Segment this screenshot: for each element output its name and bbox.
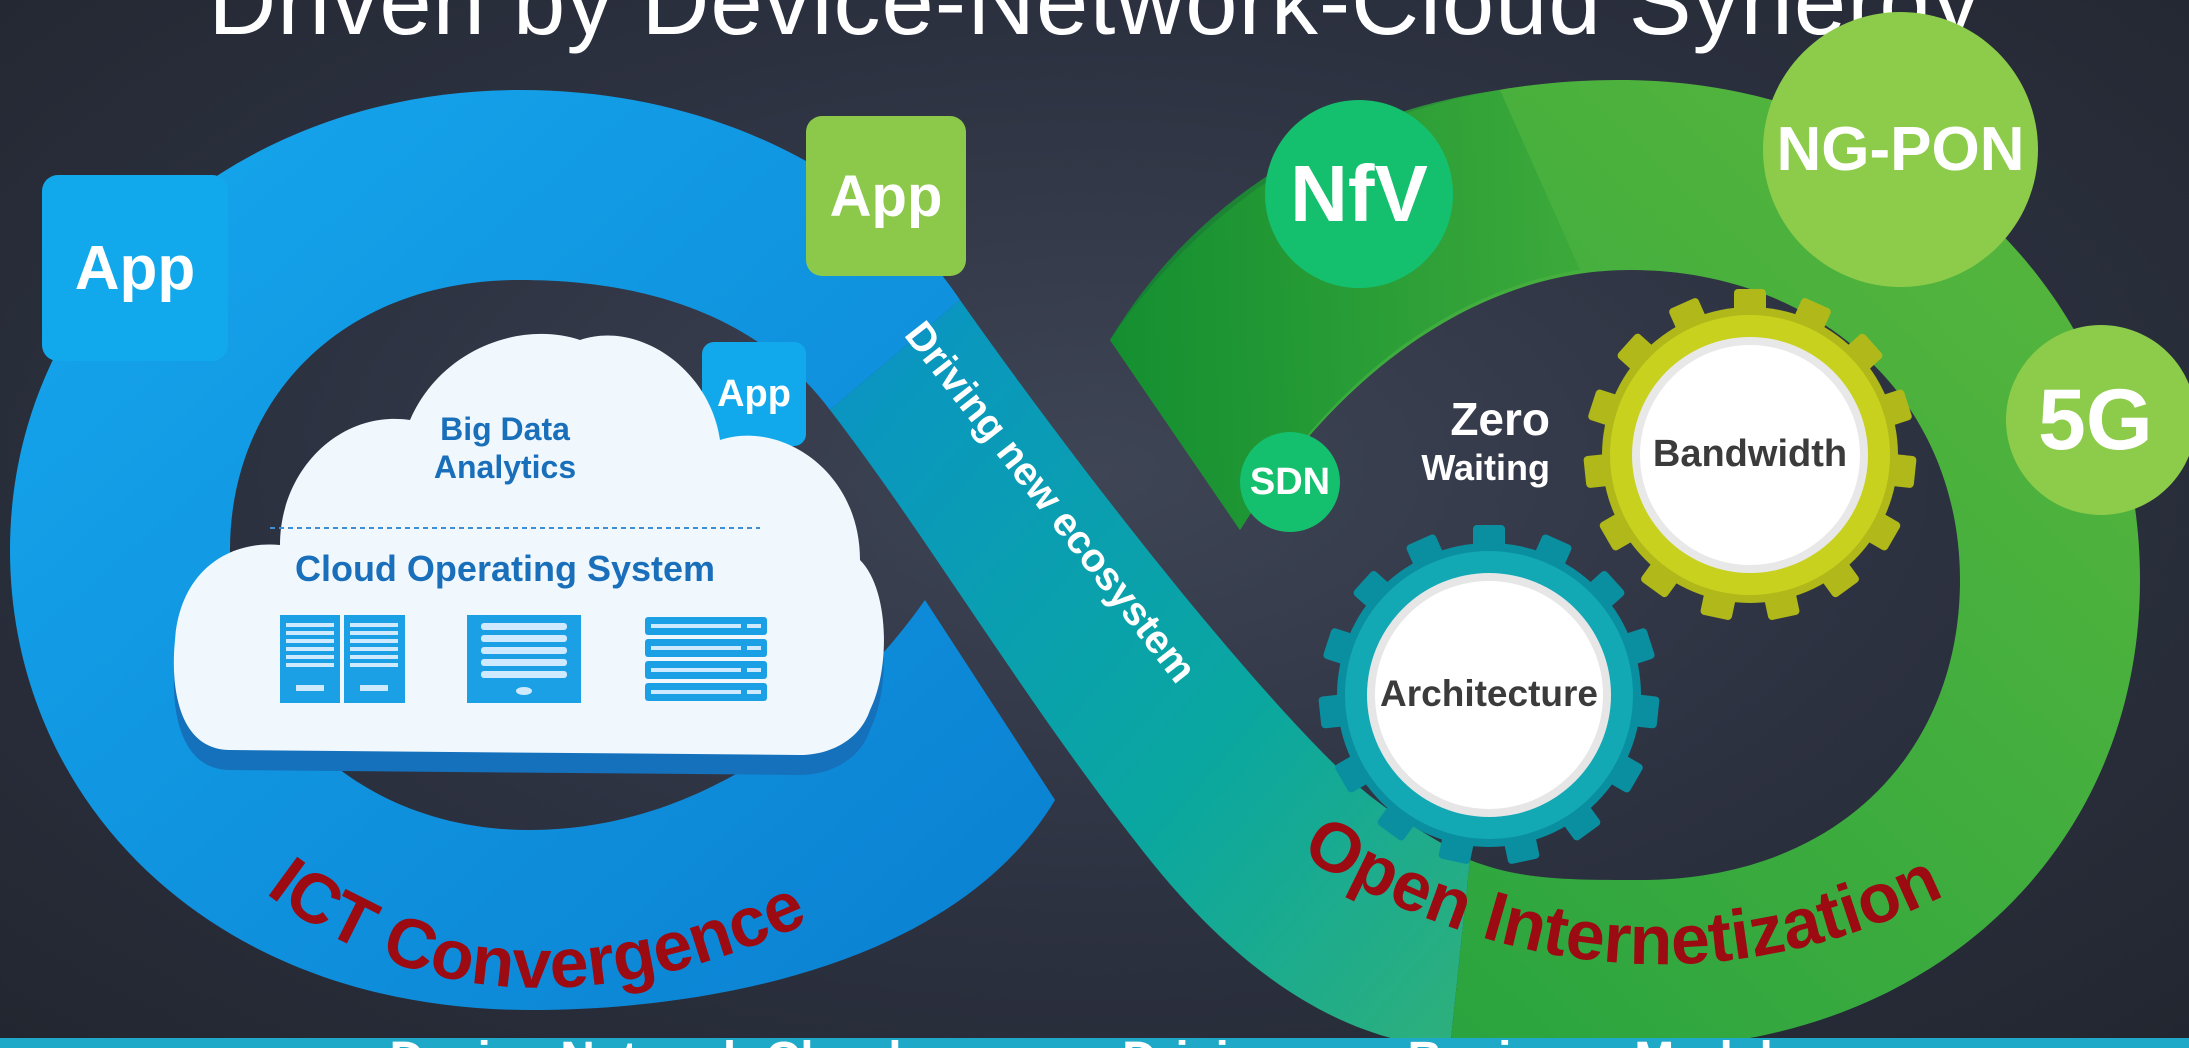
big-data-label: Big Data Analytics — [433, 411, 577, 485]
blue-loop — [10, 90, 1055, 1010]
app-tile-label: App — [74, 233, 196, 303]
app-tile-large: App — [42, 175, 228, 361]
architecture-label: Architecture — [1380, 673, 1598, 714]
app-tile-label: App — [829, 163, 943, 229]
app-tile-small: App — [702, 342, 806, 446]
bottom-bar — [0, 1038, 2189, 1048]
5g-label: 5G — [2038, 371, 2153, 468]
server-icon — [467, 615, 581, 703]
5g-badge: 5G — [2006, 325, 2189, 515]
nfv-label: NfV — [1290, 149, 1428, 238]
bandwidth-label: Bandwidth — [1652, 433, 1848, 475]
app-tile-label: App — [717, 372, 791, 415]
cloud-os-label: Cloud Operating System — [294, 548, 716, 589]
app-tile-green: App — [806, 116, 966, 276]
ngpon-label: NG-PON — [1776, 115, 2025, 184]
zero-label: Zero — [1450, 393, 1550, 445]
storage-icon — [645, 617, 767, 701]
bottom-tagline: Device-Network-Cloud synergy, Driving ne… — [0, 1030, 2189, 1048]
nfv-badge: NfV — [1265, 100, 1453, 288]
page-title: Driven by Device-Network-Cloud Synergy — [208, 0, 1981, 54]
bandwidth-gear-icon — [1583, 289, 1917, 620]
waiting-label: Waiting — [1421, 447, 1550, 488]
server-rack-icon — [280, 615, 405, 703]
sdn-label: SDN — [1249, 460, 1331, 503]
ngpon-badge: NG-PON — [1763, 12, 2038, 287]
sdn-badge: SDN — [1240, 432, 1340, 532]
green-strand — [1110, 90, 1580, 530]
crossing-band — [830, 300, 1470, 1048]
architecture-gear-icon — [1318, 525, 1660, 864]
